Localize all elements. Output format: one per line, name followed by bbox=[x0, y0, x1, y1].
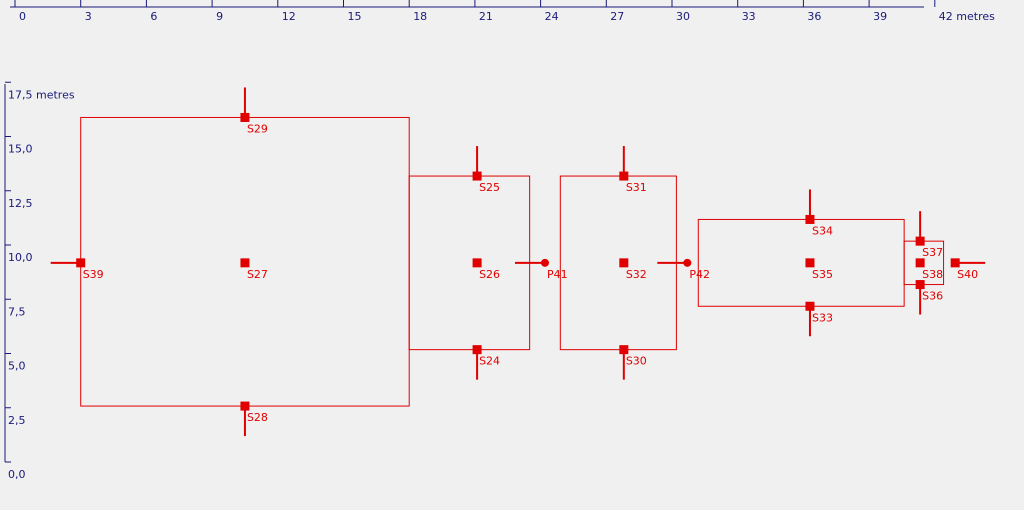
sensor-label: S25 bbox=[479, 181, 500, 194]
sensor-marker bbox=[915, 236, 925, 246]
x-axis-tick-label: 21 bbox=[479, 10, 493, 23]
sensor-s40[interactable]: S40 bbox=[950, 258, 986, 281]
sensor-marker bbox=[950, 258, 960, 268]
sensor-marker bbox=[915, 258, 925, 268]
sensor-label: S27 bbox=[247, 268, 268, 281]
sensor-s38[interactable]: S38 bbox=[915, 258, 943, 281]
sensor-s39[interactable]: S39 bbox=[50, 258, 104, 281]
sensor-label: S30 bbox=[626, 355, 647, 368]
room-right bbox=[697, 218, 905, 307]
y-axis-tick-label: 7,5 bbox=[8, 305, 26, 318]
sensor-marker bbox=[619, 258, 629, 268]
sensor-s25[interactable]: S25 bbox=[472, 146, 500, 194]
x-axis-tick-label: 27 bbox=[610, 10, 624, 23]
sensor-label: S29 bbox=[247, 122, 268, 135]
y-axis-tick-label: 5,0 bbox=[8, 360, 26, 373]
sensor-marker bbox=[472, 171, 482, 181]
x-axis-tick-label: 12 bbox=[282, 10, 296, 23]
sensor-label: S33 bbox=[812, 311, 833, 324]
y-axis-ruler: 17,5 metres 15,0 12,5 10,0 7,5 5,0 2,5 0,0 bbox=[4, 81, 75, 481]
sensor-p41[interactable]: P41 bbox=[514, 258, 568, 281]
sensor-s29[interactable]: S29 bbox=[240, 87, 268, 135]
sensor-label: S37 bbox=[922, 246, 943, 259]
y-axis-tick-label: 17,5 metres bbox=[8, 88, 75, 101]
y-axis-tick-label: 15,0 bbox=[8, 143, 33, 156]
sensor-label: S34 bbox=[812, 224, 833, 237]
sensor-s24[interactable]: S24 bbox=[472, 345, 500, 380]
sensor-marker bbox=[805, 301, 815, 311]
sensor-marker bbox=[76, 258, 86, 268]
y-axis-tick-label: 10,0 bbox=[8, 251, 33, 264]
sensor-label: S38 bbox=[922, 268, 943, 281]
sensor-s27[interactable]: S27 bbox=[240, 258, 268, 281]
sensor-s37[interactable]: S37 bbox=[915, 211, 943, 259]
sensor-s36[interactable]: S36 bbox=[915, 280, 943, 315]
sensor-s28[interactable]: S28 bbox=[240, 401, 268, 437]
y-axis-tick-label: 2,5 bbox=[8, 414, 26, 427]
x-axis-tick-label: 15 bbox=[348, 10, 362, 23]
x-axis-tick-label: 36 bbox=[807, 10, 821, 23]
x-axis-tick-label: 6 bbox=[150, 10, 157, 23]
sensor-label: S40 bbox=[957, 268, 978, 281]
sensor-marker bbox=[619, 345, 629, 355]
sensor-label: P42 bbox=[689, 268, 710, 281]
x-axis-tick-label: 24 bbox=[545, 10, 559, 23]
pump-marker bbox=[683, 258, 692, 267]
sensor-label: S35 bbox=[812, 268, 833, 281]
sensor-label: S32 bbox=[626, 268, 647, 281]
sensor-s33[interactable]: S33 bbox=[805, 301, 833, 337]
room-mid-left bbox=[408, 175, 531, 351]
sensor-marker bbox=[472, 345, 482, 355]
y-axis-tick-label: 0,0 bbox=[8, 468, 26, 481]
x-axis-tick-label: 39 bbox=[873, 10, 887, 23]
x-axis-tick-label: 33 bbox=[742, 10, 756, 23]
y-axis-tick-label: 12,5 bbox=[8, 197, 33, 210]
sensor-label: S28 bbox=[247, 411, 268, 424]
x-axis-tick-label: 42 metres bbox=[939, 10, 995, 23]
sensor-p42[interactable]: P42 bbox=[657, 258, 710, 281]
sensor-label: S39 bbox=[83, 268, 104, 281]
sensor-marker bbox=[240, 112, 250, 122]
sensor-s26[interactable]: S26 bbox=[472, 258, 500, 281]
x-axis-tick-label: 0 bbox=[19, 10, 26, 23]
x-axis-tick-label: 3 bbox=[85, 10, 92, 23]
sensor-label: S24 bbox=[479, 355, 500, 368]
sensor-label: P41 bbox=[547, 268, 568, 281]
sensor-marker bbox=[240, 258, 250, 268]
sensor-s34[interactable]: S34 bbox=[805, 189, 833, 237]
pump-marker bbox=[540, 258, 549, 267]
sensor-marker bbox=[805, 258, 815, 268]
sensor-marker bbox=[915, 280, 925, 290]
x-axis-tick-label: 18 bbox=[413, 10, 427, 23]
sensor-label: S36 bbox=[922, 290, 943, 303]
sensor-s30[interactable]: S30 bbox=[619, 345, 647, 380]
sensor-label: S31 bbox=[626, 181, 647, 194]
sensor-marker bbox=[240, 401, 250, 411]
sensor-s35[interactable]: S35 bbox=[805, 258, 833, 281]
sensor-label: S26 bbox=[479, 268, 500, 281]
x-axis-tick-label: 30 bbox=[676, 10, 690, 23]
sensor-marker bbox=[805, 214, 815, 224]
x-axis-tick-label: 9 bbox=[216, 10, 223, 23]
sensor-s32[interactable]: S32 bbox=[619, 258, 647, 281]
sensor-marker bbox=[619, 171, 629, 181]
sensor-marker bbox=[472, 258, 482, 268]
sensor-s31[interactable]: S31 bbox=[619, 146, 647, 194]
